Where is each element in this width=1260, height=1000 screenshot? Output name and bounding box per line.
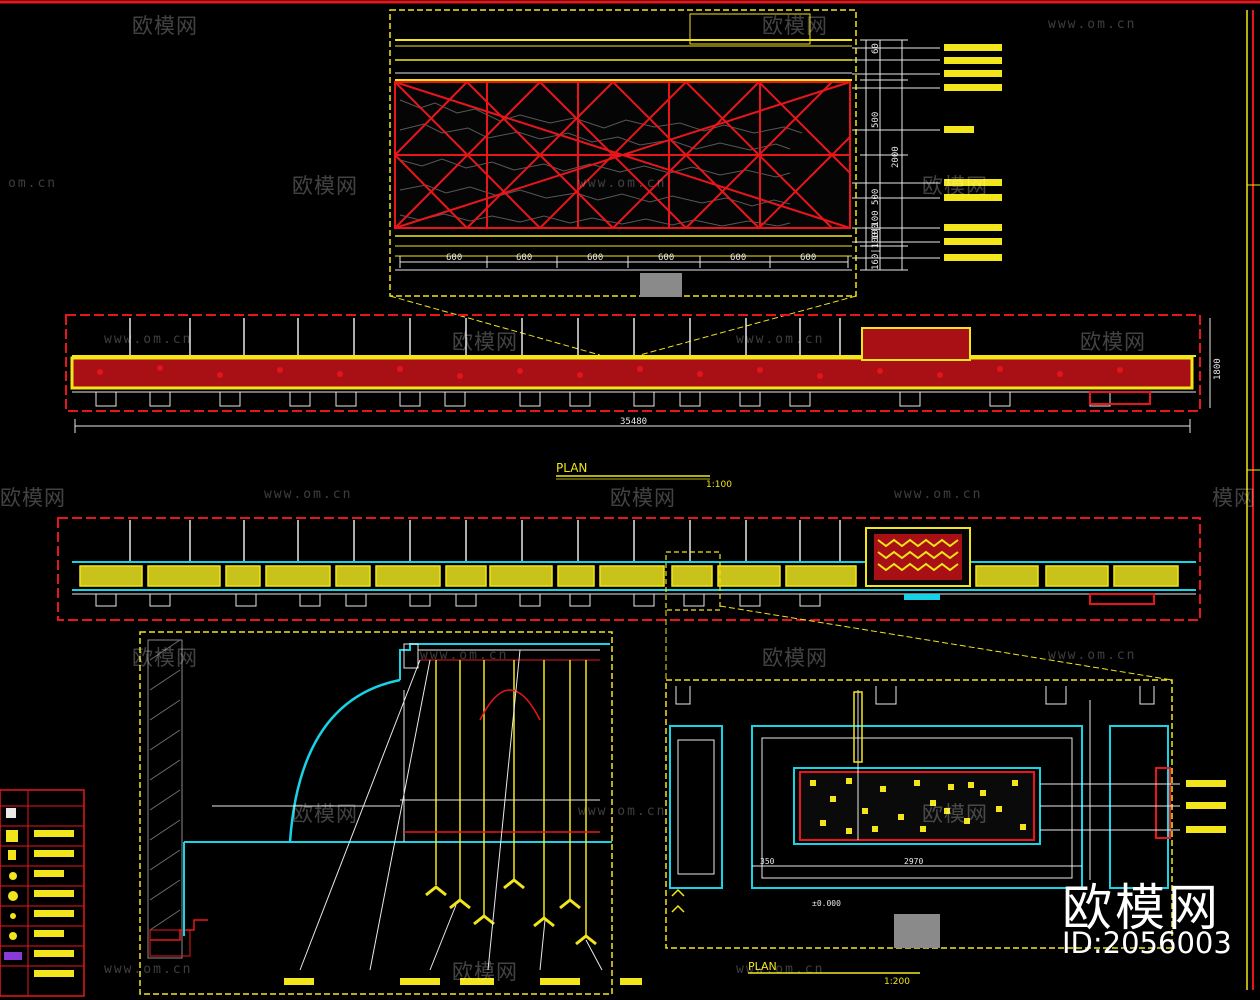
plan-scale: 1:100 [706, 480, 732, 490]
dim-bottom-2: 600 [516, 253, 532, 263]
watermark-site: www.om.cn [264, 487, 353, 502]
watermark-brand: 欧模网 [452, 960, 518, 984]
dim-right-2: 500 [871, 112, 881, 128]
watermark-site: www.om.cn [736, 962, 825, 977]
elevation-bottom [57, 517, 1201, 681]
watermark-site: www.om.cn [104, 332, 193, 347]
watermark-site: www.om.cn [1048, 648, 1137, 663]
watermark-site: www.om.cn [1048, 17, 1137, 32]
watermark-brand: 欧模网 [292, 802, 358, 826]
plan2-scale: 1:200 [884, 977, 910, 987]
watermark-site: www.om.cn [104, 962, 193, 977]
watermark-brand: 欧模网 [762, 646, 828, 670]
elevation-height-dim: 1800 [1213, 358, 1223, 380]
watermark-brand: 欧模网 [132, 646, 198, 670]
dim-right-4: 500 [871, 189, 881, 205]
watermark-brand: 欧模网 [922, 174, 988, 198]
brand-logo-text: 欧模网 [1062, 879, 1221, 937]
dim-bottom-5: 600 [730, 253, 746, 263]
watermark-brand: 欧模网 [452, 330, 518, 354]
watermark-site: www.om.cn [578, 176, 667, 191]
watermark-brand: 欧模网 [0, 486, 66, 510]
dim-bottom-1: 600 [446, 253, 462, 263]
legend-table [0, 789, 85, 997]
section-detail [139, 631, 642, 995]
dim-right-3: 2000 [891, 146, 901, 168]
dim-bottom-3: 600 [587, 253, 603, 263]
watermark-brand: 欧模网 [610, 486, 676, 510]
dim-right-5: 100 [871, 224, 881, 240]
plan-title: PLAN [556, 461, 587, 475]
ceiling-detail: 350 2970 ±0.000 PLAN 1:200 [665, 679, 1226, 987]
dim-bottom-4: 600 [658, 253, 674, 263]
brand-id-text: ID:2056003 [1062, 926, 1232, 960]
plan-label-1: PLAN 1:100 [556, 461, 732, 490]
watermark-brand: 模网 [1212, 486, 1256, 510]
watermark-brand: 欧模网 [1080, 330, 1146, 354]
elevation-top: 35480 1800 [65, 314, 1223, 433]
watermark-site: om.cn [8, 176, 58, 191]
watermark-site: www.om.cn [894, 487, 983, 502]
red-diamond-lattice [394, 81, 851, 229]
dim-bottom-6: 600 [800, 253, 816, 263]
watermark-brand: 欧模网 [922, 802, 988, 826]
annotation-glyphs [944, 44, 1002, 261]
plan2-title: PLAN [748, 960, 777, 973]
dim-right-1: 60 [871, 43, 881, 54]
watermark-brand: 欧模网 [132, 14, 198, 38]
watermark-brand: 欧模网 [762, 14, 828, 38]
watermark-site: www.om.cn [736, 332, 825, 347]
top-detail: 600 600 600 600 600 600 60 500 2000 500 … [389, 9, 1002, 356]
watermark-brand: 欧模网 [292, 174, 358, 198]
watermark-site: www.om.cn [420, 648, 509, 663]
watermark-site: www.om.cn [578, 804, 667, 819]
detail-dim-1: 350 [760, 857, 775, 866]
dim-right-6: 160|100|100 [871, 210, 881, 270]
detail-dim-2: 2970 [904, 857, 923, 866]
elevation-total-dim: 35480 [620, 417, 647, 427]
level-mark: ±0.000 [812, 899, 841, 908]
